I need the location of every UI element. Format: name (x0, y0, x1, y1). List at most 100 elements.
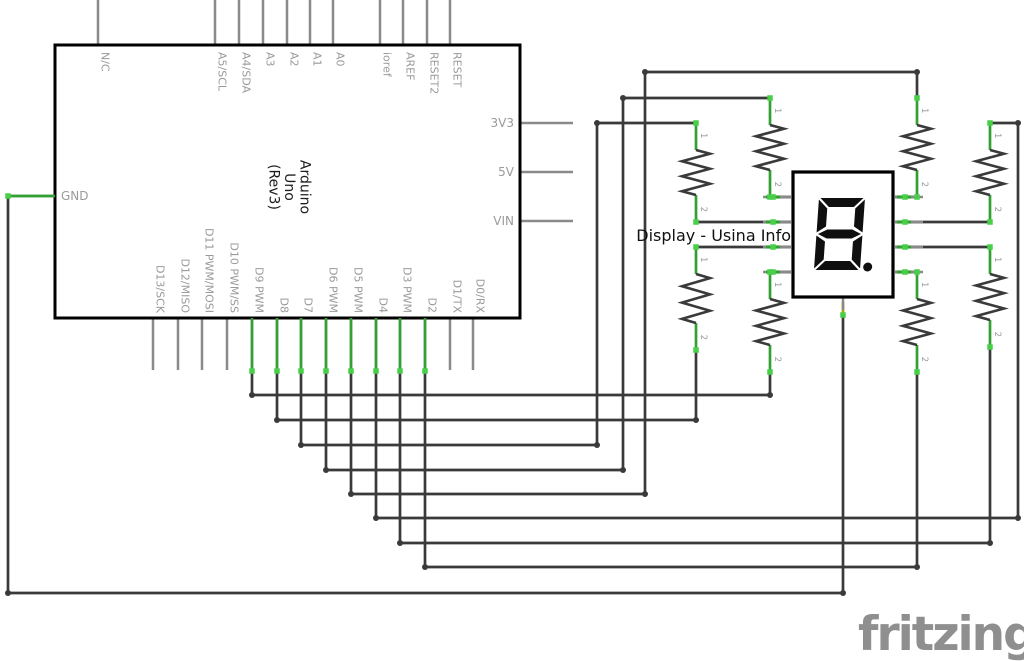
wire-d2[interactable] (423, 371, 919, 569)
segment-dp (863, 262, 873, 272)
resistor-2[interactable]: 12 (750, 95, 790, 200)
segment-b (854, 199, 865, 233)
terminal-square (5, 193, 11, 199)
junction-dot (298, 442, 304, 448)
wire-d9[interactable] (250, 371, 772, 397)
junction-dot (348, 491, 354, 497)
resistor-7[interactable]: 12 (898, 269, 936, 375)
pin-label-d11-pwm-mosi: D11 PWM/MOSI (203, 228, 216, 313)
resistor-terminal-1 (767, 95, 773, 101)
pin-label-d9-pwm: D9 PWM (253, 267, 266, 313)
resistor-zigzag (677, 272, 715, 325)
resistor-pin1-label: 1 (698, 257, 708, 262)
resistor-zigzag (676, 148, 716, 197)
pin-label-d12-miso: D12/MISO (179, 258, 192, 313)
wire-d3[interactable] (398, 347, 992, 545)
pin-label-ioref: ioref (381, 52, 394, 78)
junction-dot (422, 564, 428, 570)
pin-label-d13-sck: D13/SCK (154, 265, 167, 314)
junction-dot (914, 564, 920, 570)
resistor-pin2-label: 2 (919, 182, 929, 187)
junction-dot (987, 540, 993, 546)
terminal-square (397, 368, 403, 374)
junction-dot (5, 590, 11, 596)
pin-label-d3-pwm: D3 PWM (401, 267, 414, 313)
segment-d (815, 261, 859, 270)
resistor-3[interactable]: 12 (897, 95, 937, 200)
terminal-square (770, 194, 776, 200)
junction-dot (274, 417, 280, 423)
resistor-pin2-label: 2 (772, 182, 782, 187)
resistor-terminal-1 (987, 244, 993, 250)
resistor-terminal-2 (693, 347, 699, 353)
segment-g (817, 229, 861, 239)
junction-dot (373, 515, 379, 521)
resistor-pin1-label: 1 (772, 282, 782, 287)
segment-f (816, 199, 828, 233)
junction-dot (594, 120, 600, 126)
resistor-terminal-1 (914, 95, 920, 101)
resistor-pin1-label: 1 (698, 133, 708, 138)
resistor-terminal-1 (987, 120, 993, 126)
junction-dot (642, 491, 648, 497)
terminal-square (373, 368, 379, 374)
pin-label-d1-tx: D1/TX (451, 280, 464, 314)
junction-dot (642, 69, 648, 75)
resistor-zigzag (970, 148, 1010, 197)
resistor-pin1-label: 1 (919, 282, 929, 287)
seven-segment-digit (814, 198, 873, 272)
pin-label-a0: A0 (334, 52, 347, 67)
pin-label-d4: D4 (377, 298, 390, 313)
resistor-terminal-1 (767, 269, 773, 275)
pin-label-aref: AREF (404, 52, 417, 80)
junction-dot (620, 467, 626, 473)
junction-dot (249, 392, 255, 398)
resistor-pin1-label: 1 (992, 257, 1002, 262)
terminal-square (770, 269, 776, 275)
pin-label-d8: D8 (278, 298, 291, 313)
resistor-terminal-1 (693, 244, 699, 250)
resistor-8[interactable]: 12 (971, 244, 1009, 350)
junction-dot (1015, 120, 1021, 126)
resistor-4[interactable]: 12 (970, 120, 1010, 225)
pin-label-d7: D7 (302, 298, 315, 313)
resistor-pin2-label: 2 (698, 207, 708, 212)
terminal-square (902, 244, 908, 250)
resistor-pin2-label: 2 (772, 357, 782, 362)
resistor-terminal-1 (914, 269, 920, 275)
pin-label-vin: VIN (493, 214, 514, 228)
resistor-zigzag (751, 297, 789, 347)
junction-dot (323, 467, 329, 473)
pin-label-a3: A3 (264, 52, 277, 67)
wire-gnd-run[interactable] (6, 196, 845, 595)
resistor-terminal-2 (767, 194, 773, 200)
wire-d5[interactable] (349, 70, 919, 496)
terminal-square (274, 368, 280, 374)
resistor-zigzag (897, 123, 937, 172)
wire-d8[interactable] (275, 350, 698, 422)
junction-dot (1015, 515, 1021, 521)
resistor-1[interactable]: 12 (676, 120, 716, 225)
terminal-square (840, 312, 846, 318)
pin-label-d10-pwm-ss: D10 PWM/SS (228, 242, 241, 313)
resistor-pin2-label: 2 (698, 335, 708, 340)
junction-dot (620, 95, 626, 101)
resistor-5[interactable]: 12 (677, 244, 715, 353)
resistor-terminal-2 (767, 369, 773, 375)
resistor-pin2-label: 2 (992, 332, 1002, 337)
pin-label-5v: 5V (498, 165, 515, 179)
resistor-pin1-label: 1 (772, 108, 782, 113)
terminal-square (323, 368, 329, 374)
resistor-6[interactable]: 12 (751, 269, 789, 375)
junction-dot (914, 69, 920, 75)
resistor-terminal-1 (693, 120, 699, 126)
resistor-terminal-2 (914, 369, 920, 375)
pin-label-reset2: RESET2 (428, 52, 441, 94)
pin-label-n-c: N/C (99, 52, 112, 72)
resistor-terminal-2 (914, 194, 920, 200)
resistor-pin2-label: 2 (992, 207, 1002, 212)
segment-e (814, 235, 825, 269)
terminal-square (770, 244, 776, 250)
arduino-board[interactable] (53, 43, 522, 320)
